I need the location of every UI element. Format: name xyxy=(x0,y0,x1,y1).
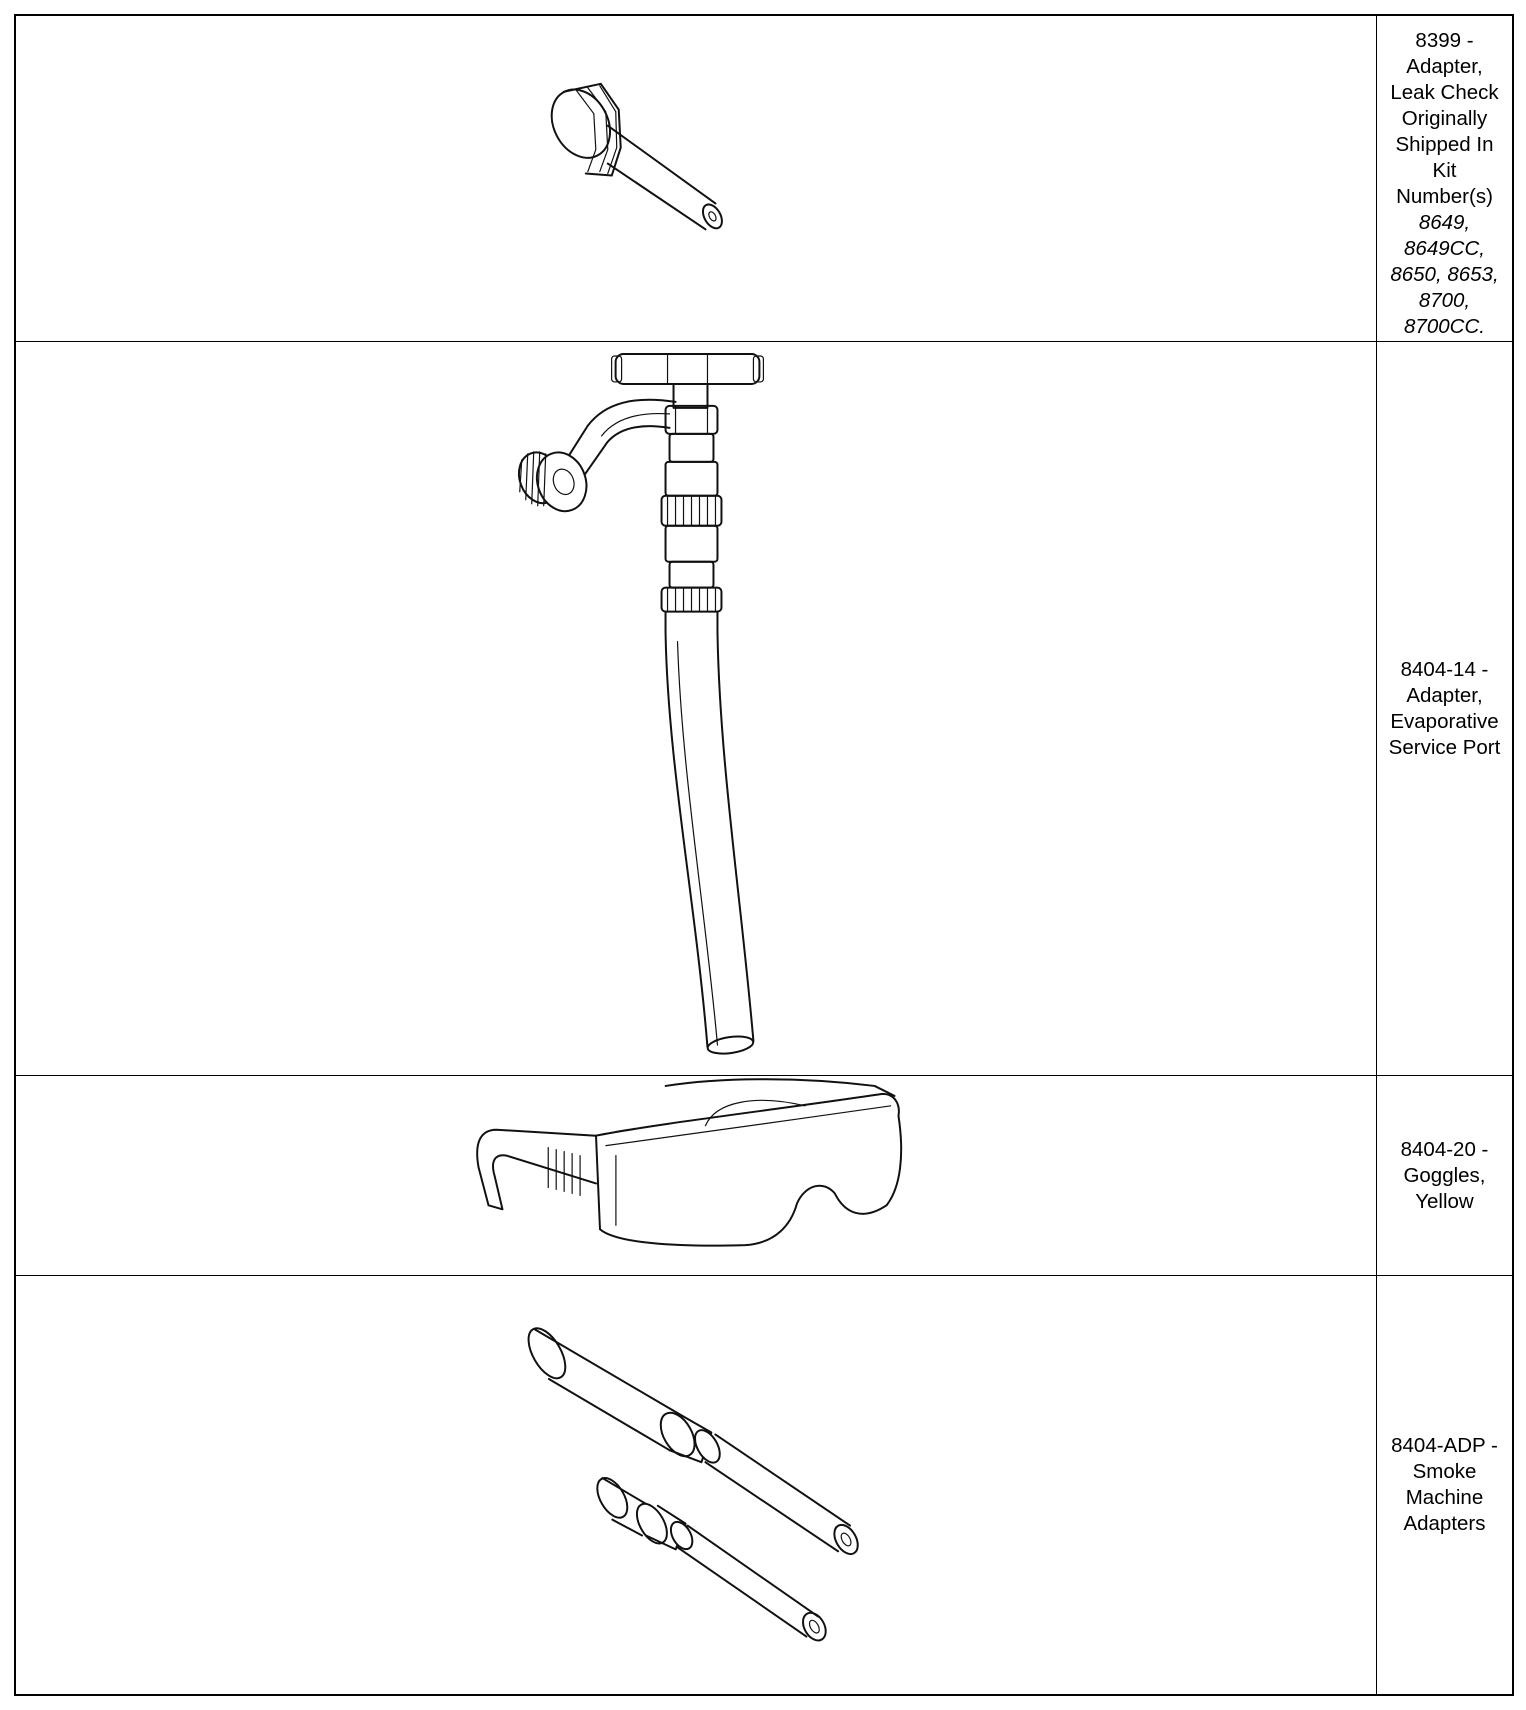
tool-number: 8399 - xyxy=(1415,29,1474,52)
tool-description-cell: 8404-14 - Adapter, Evaporative Service P… xyxy=(1377,342,1512,1075)
tool-name-line: Originally xyxy=(1401,107,1488,130)
tool-description-cell: 8404-20 - Goggles, Yellow xyxy=(1377,1076,1512,1275)
table-row: 8399 - Adapter, Leak Check Originally Sh… xyxy=(16,16,1512,342)
table-row: 8404-ADP - Smoke Machine Adapters xyxy=(16,1276,1512,1694)
tool-illustration-cell xyxy=(16,1076,1377,1275)
tool-description-cell: 8399 - Adapter, Leak Check Originally Sh… xyxy=(1377,16,1512,341)
tool-description-cell: 8404-ADP - Smoke Machine Adapters xyxy=(1377,1276,1512,1694)
kit-number-line: 8649, xyxy=(1418,211,1471,234)
tool-name-line: Leak Check xyxy=(1390,81,1499,104)
tool-name-line: Kit xyxy=(1432,159,1457,182)
tool-illustration-cell xyxy=(16,342,1377,1075)
kit-number-line: 8650, 8653, xyxy=(1390,263,1499,286)
table-row: 8404-14 - Adapter, Evaporative Service P… xyxy=(16,342,1512,1076)
kit-number-line: 8700, xyxy=(1418,289,1471,312)
tool-illustration-cell xyxy=(16,1276,1377,1694)
tool-number: 8404-ADP - xyxy=(1391,1434,1498,1457)
tool-name-line: Adapter, xyxy=(1406,55,1483,78)
tool-name-line: Adapter, xyxy=(1406,683,1483,707)
kit-number-line: 8649CC, xyxy=(1404,237,1485,260)
tool-name-line: Service Port xyxy=(1388,735,1501,759)
tool-name-line: Number(s) xyxy=(1396,185,1493,208)
tool-illustration-cell xyxy=(16,16,1377,341)
tool-number: 8404-14 - xyxy=(1400,657,1489,681)
evaporative-service-port-adapter-illustration xyxy=(517,352,765,1055)
tool-name-line: Yellow xyxy=(1415,1189,1474,1213)
smoke-machine-adapters-illustration xyxy=(527,1327,859,1642)
leak-check-adapter-illustration xyxy=(550,82,723,231)
yellow-goggles-illustration xyxy=(476,1078,903,1247)
tool-number: 8404-20 - xyxy=(1400,1137,1489,1161)
kit-number-line: 8700CC. xyxy=(1404,315,1485,338)
tool-name-line: Goggles, xyxy=(1403,1163,1486,1187)
tool-name-line: Adapters xyxy=(1403,1512,1486,1535)
tool-name-line: Smoke xyxy=(1412,1460,1477,1483)
tool-name-line: Machine xyxy=(1405,1486,1484,1509)
tool-name-line: Shipped In xyxy=(1395,133,1494,156)
table-row: 8404-20 - Goggles, Yellow xyxy=(16,1076,1512,1276)
special-tools-table: 8399 - Adapter, Leak Check Originally Sh… xyxy=(14,14,1514,1696)
tool-name-line: Evaporative xyxy=(1390,709,1499,733)
